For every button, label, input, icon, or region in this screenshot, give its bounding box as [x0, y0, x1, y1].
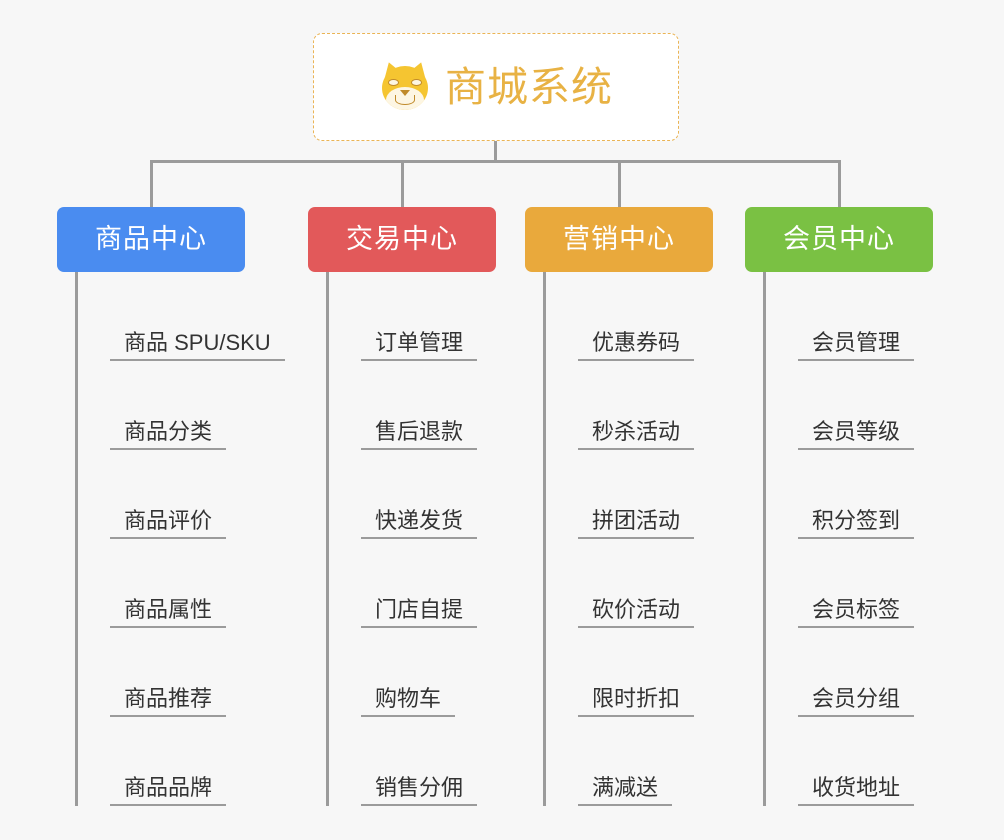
- category-header-3[interactable]: 营销中心: [525, 207, 713, 272]
- leaf-label: 销售分佣: [361, 777, 478, 806]
- list-item[interactable]: 商品评价: [80, 450, 285, 539]
- list-item[interactable]: 会员管理: [768, 272, 915, 361]
- leaf-label: 商品推荐: [110, 688, 227, 717]
- category-header-1-label: 商品中心: [95, 224, 207, 254]
- leaf-label: 会员管理: [798, 332, 915, 361]
- leaf-stack-1: 商品 SPU/SKU 商品分类 商品评价 商品属性 商品推荐 商品品牌: [75, 272, 285, 806]
- leaf-label: 会员标签: [798, 599, 915, 628]
- list-item[interactable]: 限时折扣: [548, 628, 695, 717]
- list-item[interactable]: 售后退款: [331, 361, 478, 450]
- leaf-label: 商品分类: [110, 421, 227, 450]
- root-title: 商城系统: [445, 63, 613, 110]
- list-item[interactable]: 满减送: [548, 717, 694, 806]
- category-header-1[interactable]: 商品中心: [57, 207, 245, 272]
- list-item[interactable]: 商品 SPU/SKU: [80, 272, 285, 361]
- drop-line-4: [838, 160, 841, 207]
- leaf-label: 商品评价: [110, 510, 227, 539]
- category-column-3: 营销中心 优惠券码 秒杀活动 拼团活动 砍价活动 限时折扣 满减送: [525, 207, 713, 806]
- leaf-label: 会员等级: [798, 421, 915, 450]
- leaf-label: 会员分组: [798, 688, 915, 717]
- leaf-label: 砍价活动: [578, 599, 695, 628]
- list-item[interactable]: 会员标签: [768, 539, 915, 628]
- list-item[interactable]: 会员分组: [768, 628, 915, 717]
- leaf-label: 订单管理: [361, 332, 478, 361]
- leaf-label: 商品 SPU/SKU: [110, 332, 285, 361]
- category-header-3-label: 营销中心: [563, 224, 675, 254]
- leaf-label: 商品品牌: [110, 777, 227, 806]
- category-header-2-label: 交易中心: [346, 224, 458, 254]
- leaf-label: 售后退款: [361, 421, 478, 450]
- drop-line-1: [150, 160, 153, 207]
- list-item[interactable]: 收货地址: [768, 717, 915, 806]
- list-item[interactable]: 门店自提: [331, 539, 478, 628]
- connector-bus-line: [150, 160, 840, 163]
- leaf-stack-3: 优惠券码 秒杀活动 拼团活动 砍价活动 限时折扣 满减送: [543, 272, 695, 806]
- list-item[interactable]: 积分签到: [768, 450, 915, 539]
- list-item[interactable]: 商品品牌: [80, 717, 285, 806]
- list-item[interactable]: 订单管理: [331, 272, 478, 361]
- leaf-label: 商品属性: [110, 599, 227, 628]
- leaf-stack-4: 会员管理 会员等级 积分签到 会员标签 会员分组 收货地址: [763, 272, 915, 806]
- list-item[interactable]: 商品推荐: [80, 628, 285, 717]
- list-item[interactable]: 快递发货: [331, 450, 478, 539]
- leaf-label: 购物车: [361, 688, 456, 717]
- leaf-label: 收货地址: [798, 777, 915, 806]
- category-header-2[interactable]: 交易中心: [308, 207, 496, 272]
- list-item[interactable]: 销售分佣: [331, 717, 478, 806]
- root-stem-line: [494, 141, 497, 162]
- leaf-label: 积分签到: [798, 510, 915, 539]
- leaf-label: 快递发货: [361, 510, 478, 539]
- root-node[interactable]: 商城系统: [313, 33, 679, 141]
- leaf-label: 秒杀活动: [578, 421, 695, 450]
- category-header-4-label: 会员中心: [783, 224, 895, 254]
- leaf-label: 拼团活动: [578, 510, 695, 539]
- list-item[interactable]: 拼团活动: [548, 450, 695, 539]
- leaf-label: 优惠券码: [578, 332, 695, 361]
- leaf-label: 门店自提: [361, 599, 478, 628]
- list-item[interactable]: 会员等级: [768, 361, 915, 450]
- list-item[interactable]: 商品属性: [80, 539, 285, 628]
- list-item[interactable]: 商品分类: [80, 361, 285, 450]
- category-column-2: 交易中心 订单管理 售后退款 快递发货 门店自提 购物车 销售分佣: [308, 207, 496, 806]
- list-item[interactable]: 购物车: [331, 628, 477, 717]
- list-item[interactable]: 优惠券码: [548, 272, 695, 361]
- leaf-label: 满减送: [578, 777, 673, 806]
- list-item[interactable]: 砍价活动: [548, 539, 695, 628]
- category-header-4[interactable]: 会员中心: [745, 207, 933, 272]
- list-item[interactable]: 秒杀活动: [548, 361, 695, 450]
- category-column-4: 会员中心 会员管理 会员等级 积分签到 会员标签 会员分组 收货地址: [745, 207, 933, 806]
- drop-line-2: [401, 160, 404, 207]
- leaf-stack-2: 订单管理 售后退款 快递发货 门店自提 购物车 销售分佣: [326, 272, 478, 806]
- leaf-label: 限时折扣: [578, 688, 695, 717]
- drop-line-3: [618, 160, 621, 207]
- shiba-dog-face-icon: [379, 59, 431, 113]
- category-column-1: 商品中心 商品 SPU/SKU 商品分类 商品评价 商品属性 商品推荐 商品品牌: [57, 207, 285, 806]
